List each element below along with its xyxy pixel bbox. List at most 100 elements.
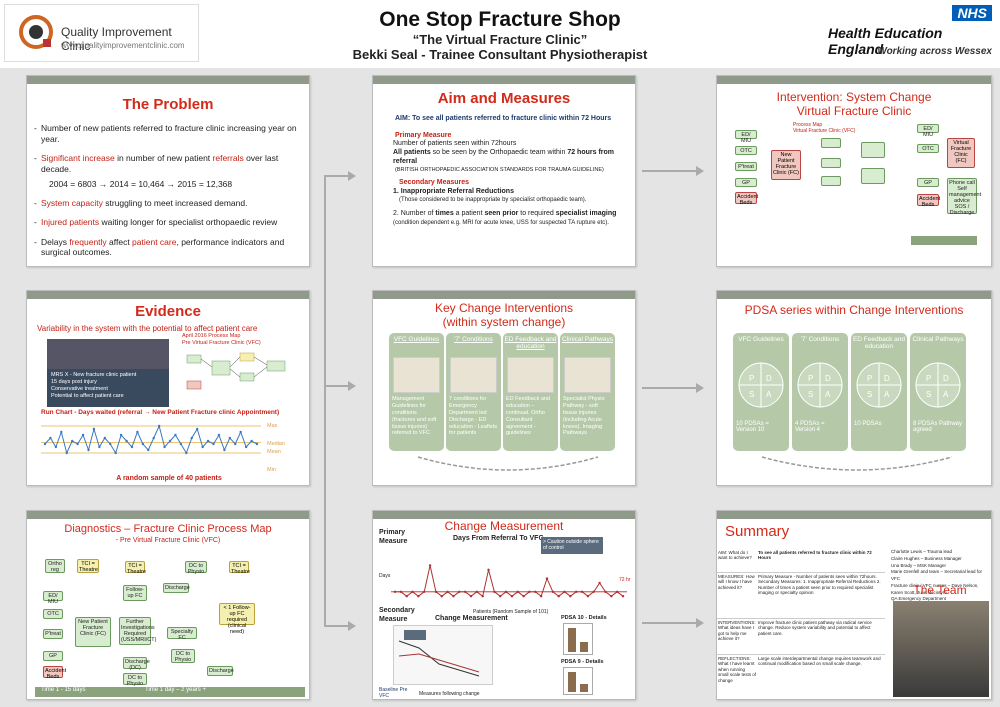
- int-pt: P'treat: [735, 162, 757, 171]
- cycle-arrow-icon: [417, 456, 599, 471]
- svg-text:S: S: [867, 390, 872, 399]
- qic-url: www.qualityimprovementclinic.com: [61, 41, 185, 50]
- evidence-subtitle: Variability in the system with the poten…: [37, 324, 258, 333]
- data-point: [528, 590, 531, 593]
- primary-note: (BRITISH ORTHOPAEDIC ASSOCIATION STANDAR…: [395, 166, 604, 173]
- summary-title: Summary: [725, 523, 790, 540]
- flow-discharge-2: Discharge (DC): [123, 657, 150, 671]
- secondary-chart-title: Change Measurement: [435, 615, 508, 622]
- data-point: [592, 590, 595, 593]
- vfc-target-label: 72 hr: [619, 577, 631, 583]
- team-member: Una Brady – MSK Manager: [891, 562, 947, 568]
- data-point: [551, 590, 555, 593]
- qic-name: Quality Improvement Clinic: [61, 25, 172, 53]
- nhs-badge: NHS: [952, 5, 992, 21]
- summary-row-measures: MEASURES: How will I know I have achieve…: [717, 573, 885, 619]
- data-point: [81, 433, 85, 437]
- pdsa-heading: '7' Conditions: [800, 336, 840, 343]
- pdsa-text: 8 PDSAs Pathway agreed: [913, 421, 963, 433]
- pdsa9-chart: [563, 667, 593, 695]
- data-point: [70, 439, 74, 443]
- int-otc: OTC: [735, 146, 757, 155]
- kc-heading: Clinical Pathways: [562, 336, 613, 343]
- data-point: [152, 436, 155, 440]
- data-point: [504, 590, 508, 593]
- flow-dc-physio-2: DC to Physio: [171, 649, 195, 663]
- int-phone: Phone call Self management advice SOS / …: [947, 178, 982, 216]
- team-photo: [893, 601, 989, 697]
- data-point: [244, 445, 248, 449]
- secondary-1: 1. Inappropriate Referral Reductions: [393, 188, 514, 196]
- svg-text:D: D: [884, 374, 890, 383]
- svg-text:D: D: [943, 374, 949, 383]
- data-point: [98, 445, 101, 449]
- case-line-2: 15 days post injury: [51, 378, 97, 385]
- data-point: [168, 439, 172, 443]
- data-point: [43, 442, 47, 446]
- svg-text:P: P: [749, 374, 754, 383]
- pdsa-heading: VFC Guidelines: [738, 336, 784, 343]
- data-point: [65, 451, 68, 455]
- data-point: [615, 590, 619, 593]
- flow-follow-up-fc: < 1 Follow-up FC required (clinical need…: [219, 603, 255, 635]
- kc-image: [393, 357, 440, 393]
- data-point: [557, 595, 560, 598]
- data-point: [136, 430, 139, 434]
- pdsa-text: 4 PDSAs = Version 4: [795, 421, 825, 433]
- baseline-label: Baseline Pre VFC: [379, 687, 408, 700]
- data-point: [563, 590, 566, 593]
- data-point: [125, 439, 128, 443]
- data-point: [179, 442, 183, 446]
- kc-heading: '7' Conditions: [454, 336, 493, 343]
- kc-text: Management Guidelines for conditions (fr…: [392, 396, 437, 437]
- hee-name: Health Education England: [828, 25, 943, 57]
- int-time: Time 24 – 72 hours: [915, 245, 963, 251]
- kc-text: Specialist Physio Pathway - soft tissue …: [563, 396, 605, 437]
- problem-bullet-3: System capacity struggling to meet incre…: [34, 198, 301, 209]
- primary-2: All patients so be seen by the Orthopaed…: [393, 149, 615, 165]
- data-point: [206, 439, 210, 443]
- vfc-primary-chart: [391, 564, 627, 598]
- pdsa-text: 10 PDSAs = Version 10: [736, 421, 769, 433]
- pdsa-panel: PDSA series within Change Interventions …: [716, 290, 992, 486]
- int-acc: Accident Beds: [735, 192, 759, 206]
- connector-vertical: [324, 175, 326, 625]
- vfc-x-label: Patients (Random Sample of 101): [473, 609, 549, 615]
- secondary-measure-label: Secondary Measure: [379, 607, 415, 623]
- measures-label: Measures following change: [419, 691, 480, 697]
- svg-text:S: S: [926, 390, 931, 399]
- data-point: [239, 430, 242, 434]
- evidence-process-map: April 2016 Process Map Pre Virtual Fract…: [182, 333, 302, 407]
- svg-text:P: P: [808, 374, 813, 383]
- data-point: [510, 595, 514, 598]
- poster-header: Quality Improvement Clinic www.qualityim…: [0, 0, 1000, 68]
- problem-bullet-5: Delays frequently affect patient care, p…: [34, 237, 301, 258]
- team-member: Marie Grenfell and team – Secretarial le…: [891, 569, 983, 581]
- pdsa10-label: PDSA 10 - Details: [561, 615, 607, 621]
- data-point: [60, 430, 63, 434]
- svg-text:D: D: [825, 374, 831, 383]
- flow-ortho-reg: Ortho reg: [45, 559, 65, 573]
- data-point: [234, 442, 237, 446]
- data-point: [411, 590, 414, 593]
- case-line-1: MRS X - New fracture clinic patient: [51, 372, 137, 378]
- map-label-2: Pre Virtual Fracture Clinic (VFC): [182, 339, 261, 346]
- data-point: [405, 595, 408, 598]
- primary-1: Number of patients seen within 72hours: [393, 140, 517, 148]
- intervention-title: Intervention: System Change Virtual Frac…: [776, 90, 932, 119]
- kc-heading: VFC Guidelines: [393, 336, 440, 343]
- evidence-panel: Evidence Variability in the system with …: [26, 290, 310, 486]
- connector-arrow-aim-intervention: [642, 166, 704, 176]
- data-point: [147, 448, 150, 452]
- flow-gp-2: GP: [43, 651, 63, 661]
- series-line: [395, 565, 624, 598]
- data-point: [399, 590, 403, 593]
- kc-text: ED Feedback and education – continual. O…: [506, 396, 551, 437]
- int-otc2: OTC: [917, 144, 939, 153]
